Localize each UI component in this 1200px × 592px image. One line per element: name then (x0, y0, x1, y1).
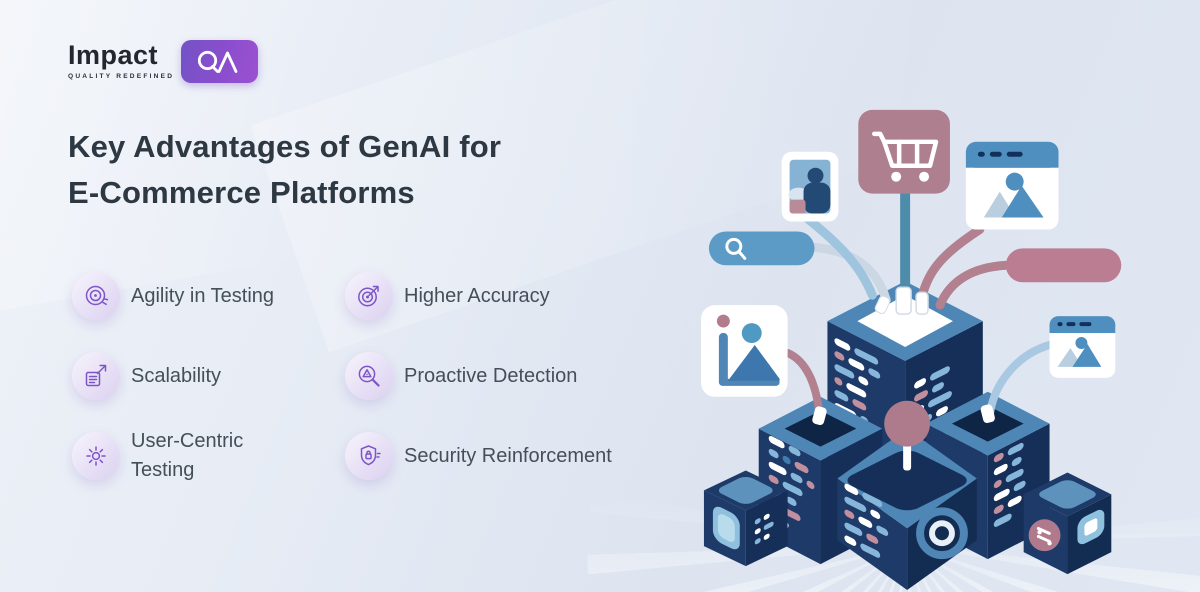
page-title: Key Advantages of GenAI for E-Commerce P… (68, 124, 501, 216)
browser-cable (917, 224, 985, 302)
feature-list: Agility in Testing Higher Accuracy S (72, 256, 612, 496)
feature-label: User-Centric Testing (131, 430, 244, 481)
thumbnail-browser-window (1049, 316, 1116, 378)
feature-label: Proactive Detection (404, 364, 578, 387)
gallery-card-cable (783, 348, 824, 419)
browser-image-window (965, 141, 1059, 230)
shopping-cart-icon (872, 131, 939, 182)
detection-magnifier-alert-icon (345, 352, 393, 400)
code-lines (993, 442, 1026, 527)
photo-card-cable (804, 215, 877, 300)
feature-agility: Agility in Testing (72, 256, 345, 336)
page-title-line2: E-Commerce Platforms (68, 175, 415, 210)
impactqa-logo: Impact QUALITY REDEFINED (68, 40, 259, 83)
feature-detection: Proactive Detection (345, 336, 612, 416)
logo-brand-text: Impact (68, 40, 159, 70)
app-tile-icon (1077, 509, 1105, 545)
image-sun-icon (1075, 337, 1088, 349)
top-cables (804, 189, 1011, 315)
agility-target-icon (72, 272, 120, 320)
image-mountain-icon (1072, 343, 1102, 367)
user-centric-focus-icon (72, 432, 120, 480)
image-mountain-icon (1001, 185, 1044, 218)
sliders-badge-icon (1028, 519, 1061, 552)
feature-label: Security Reinforcement (404, 444, 612, 467)
feature-label: Scalability (131, 364, 222, 387)
feature-label: Agility in Testing (131, 284, 275, 307)
code-lines (844, 483, 889, 558)
product-photo-card (781, 151, 839, 222)
cable-plug (980, 404, 995, 424)
cart-stem-cable (900, 189, 911, 300)
security-shield-lock-icon (345, 432, 393, 480)
cable-plug (874, 295, 891, 314)
feature-security: Security Reinforcement (345, 416, 612, 496)
qa-monogram-icon (197, 50, 238, 73)
webcam-mini-cube (703, 470, 788, 567)
speaker-grille (916, 507, 968, 560)
shopping-cart-tile (858, 109, 950, 194)
cable-plug (915, 291, 929, 315)
feature-user-centric: User-Centric Testing (72, 416, 345, 496)
thumbnail-cable (985, 341, 1054, 419)
search-icon (725, 237, 747, 260)
code-lines (754, 513, 774, 545)
tag-pill-cable (935, 260, 1011, 310)
logo-tagline: QUALITY REDEFINED (68, 73, 175, 80)
accuracy-bullseye-arrow-icon (345, 272, 393, 320)
search-cable (810, 242, 891, 305)
genai-stack-illustration (700, 109, 1122, 591)
page-title-line1: Key Advantages of GenAI for (68, 129, 502, 164)
search-bar-pill (708, 231, 815, 266)
balloon-node (884, 400, 931, 471)
feature-accuracy: Higher Accuracy (345, 256, 612, 336)
feature-label: Higher Accuracy (404, 284, 550, 307)
cable-plug (812, 406, 827, 426)
tag-pill (1005, 248, 1122, 283)
scalability-expand-icon (72, 352, 120, 400)
image-sun-icon (1005, 172, 1024, 191)
cable-plug (895, 286, 912, 315)
feature-scalability: Scalability (72, 336, 345, 416)
logo-qa-badge (181, 40, 259, 83)
image-gallery-card (700, 305, 788, 397)
settings-mini-cube (1023, 472, 1112, 575)
webcam-screen (712, 506, 740, 550)
